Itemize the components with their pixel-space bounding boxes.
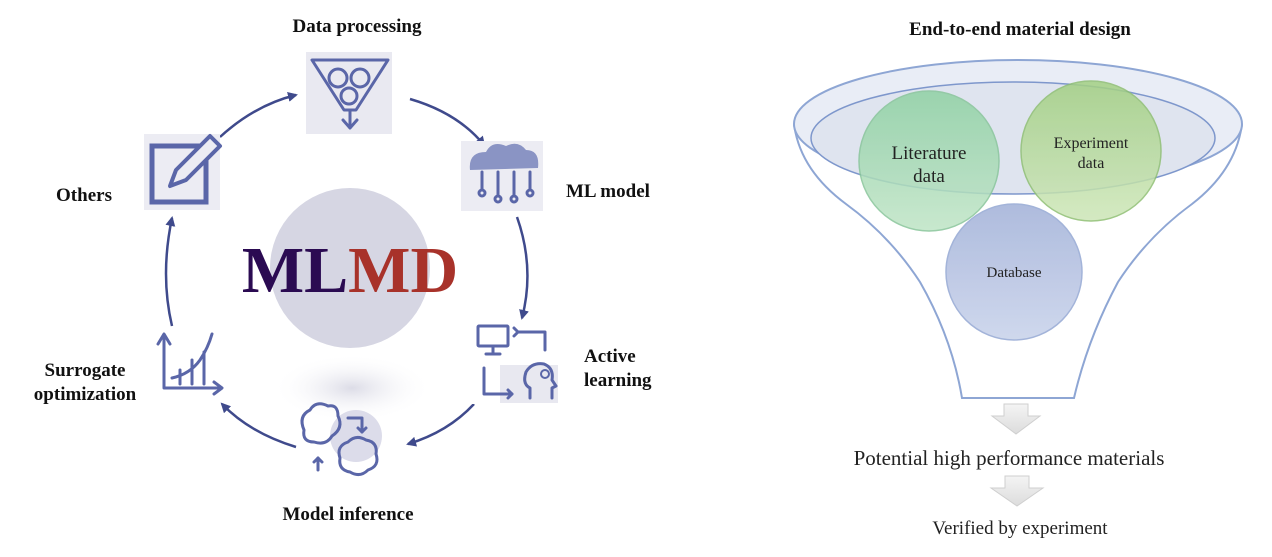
center-circle: [270, 188, 430, 348]
output-verified: Verified by experiment: [932, 518, 1108, 539]
label-data-processing: Data processing: [293, 16, 422, 37]
down-arrow-2: [989, 475, 1045, 507]
label-surrogate-1: Surrogate: [45, 360, 126, 381]
active-learning-icon: [470, 320, 560, 404]
down-arrow-1: [990, 403, 1042, 435]
literature-label-1: Literature: [892, 143, 967, 164]
arrow-ml-to-active: [515, 216, 529, 320]
label-active-learning-2: learning: [584, 370, 652, 391]
output-potential-materials: Potential high performance materials: [854, 446, 1165, 470]
label-surrogate-2: optimization: [34, 384, 137, 405]
experiment-circle: [1020, 80, 1162, 222]
arrow-surrogate-to-others: [164, 216, 176, 327]
arrow-others-to-data: [219, 92, 298, 138]
label-active-learning-1: Active: [584, 346, 636, 367]
experiment-label-1: Experiment: [1054, 135, 1129, 152]
funnel-diagram: End-to-end material design Literature da…: [793, 19, 1243, 539]
inference-icon: [300, 402, 382, 477]
funnel-title: End-to-end material design: [909, 19, 1131, 40]
mlmd-cycle: MLMD Data processing: [34, 16, 652, 525]
database-circle: [945, 203, 1083, 341]
chart-icon: [156, 332, 224, 396]
funnel-icon: [306, 52, 392, 134]
arrow-data-to-ml: [409, 97, 486, 147]
literature-circle: [858, 90, 1000, 232]
label-ml-model: ML model: [566, 181, 650, 202]
experiment-label-2: data: [1078, 155, 1105, 172]
center-reflection: [272, 354, 432, 422]
label-model-inference: Model inference: [282, 504, 413, 525]
edit-icon: [144, 134, 222, 210]
mlmd-logo-text: MLMD: [242, 234, 458, 307]
database-label: Database: [987, 265, 1042, 281]
label-others: Others: [56, 185, 112, 206]
arrow-inference-to-surrogate: [220, 402, 297, 449]
literature-label-2: data: [913, 166, 945, 187]
neural-network-icon: [461, 141, 543, 211]
arrow-active-to-inference: [406, 403, 475, 447]
